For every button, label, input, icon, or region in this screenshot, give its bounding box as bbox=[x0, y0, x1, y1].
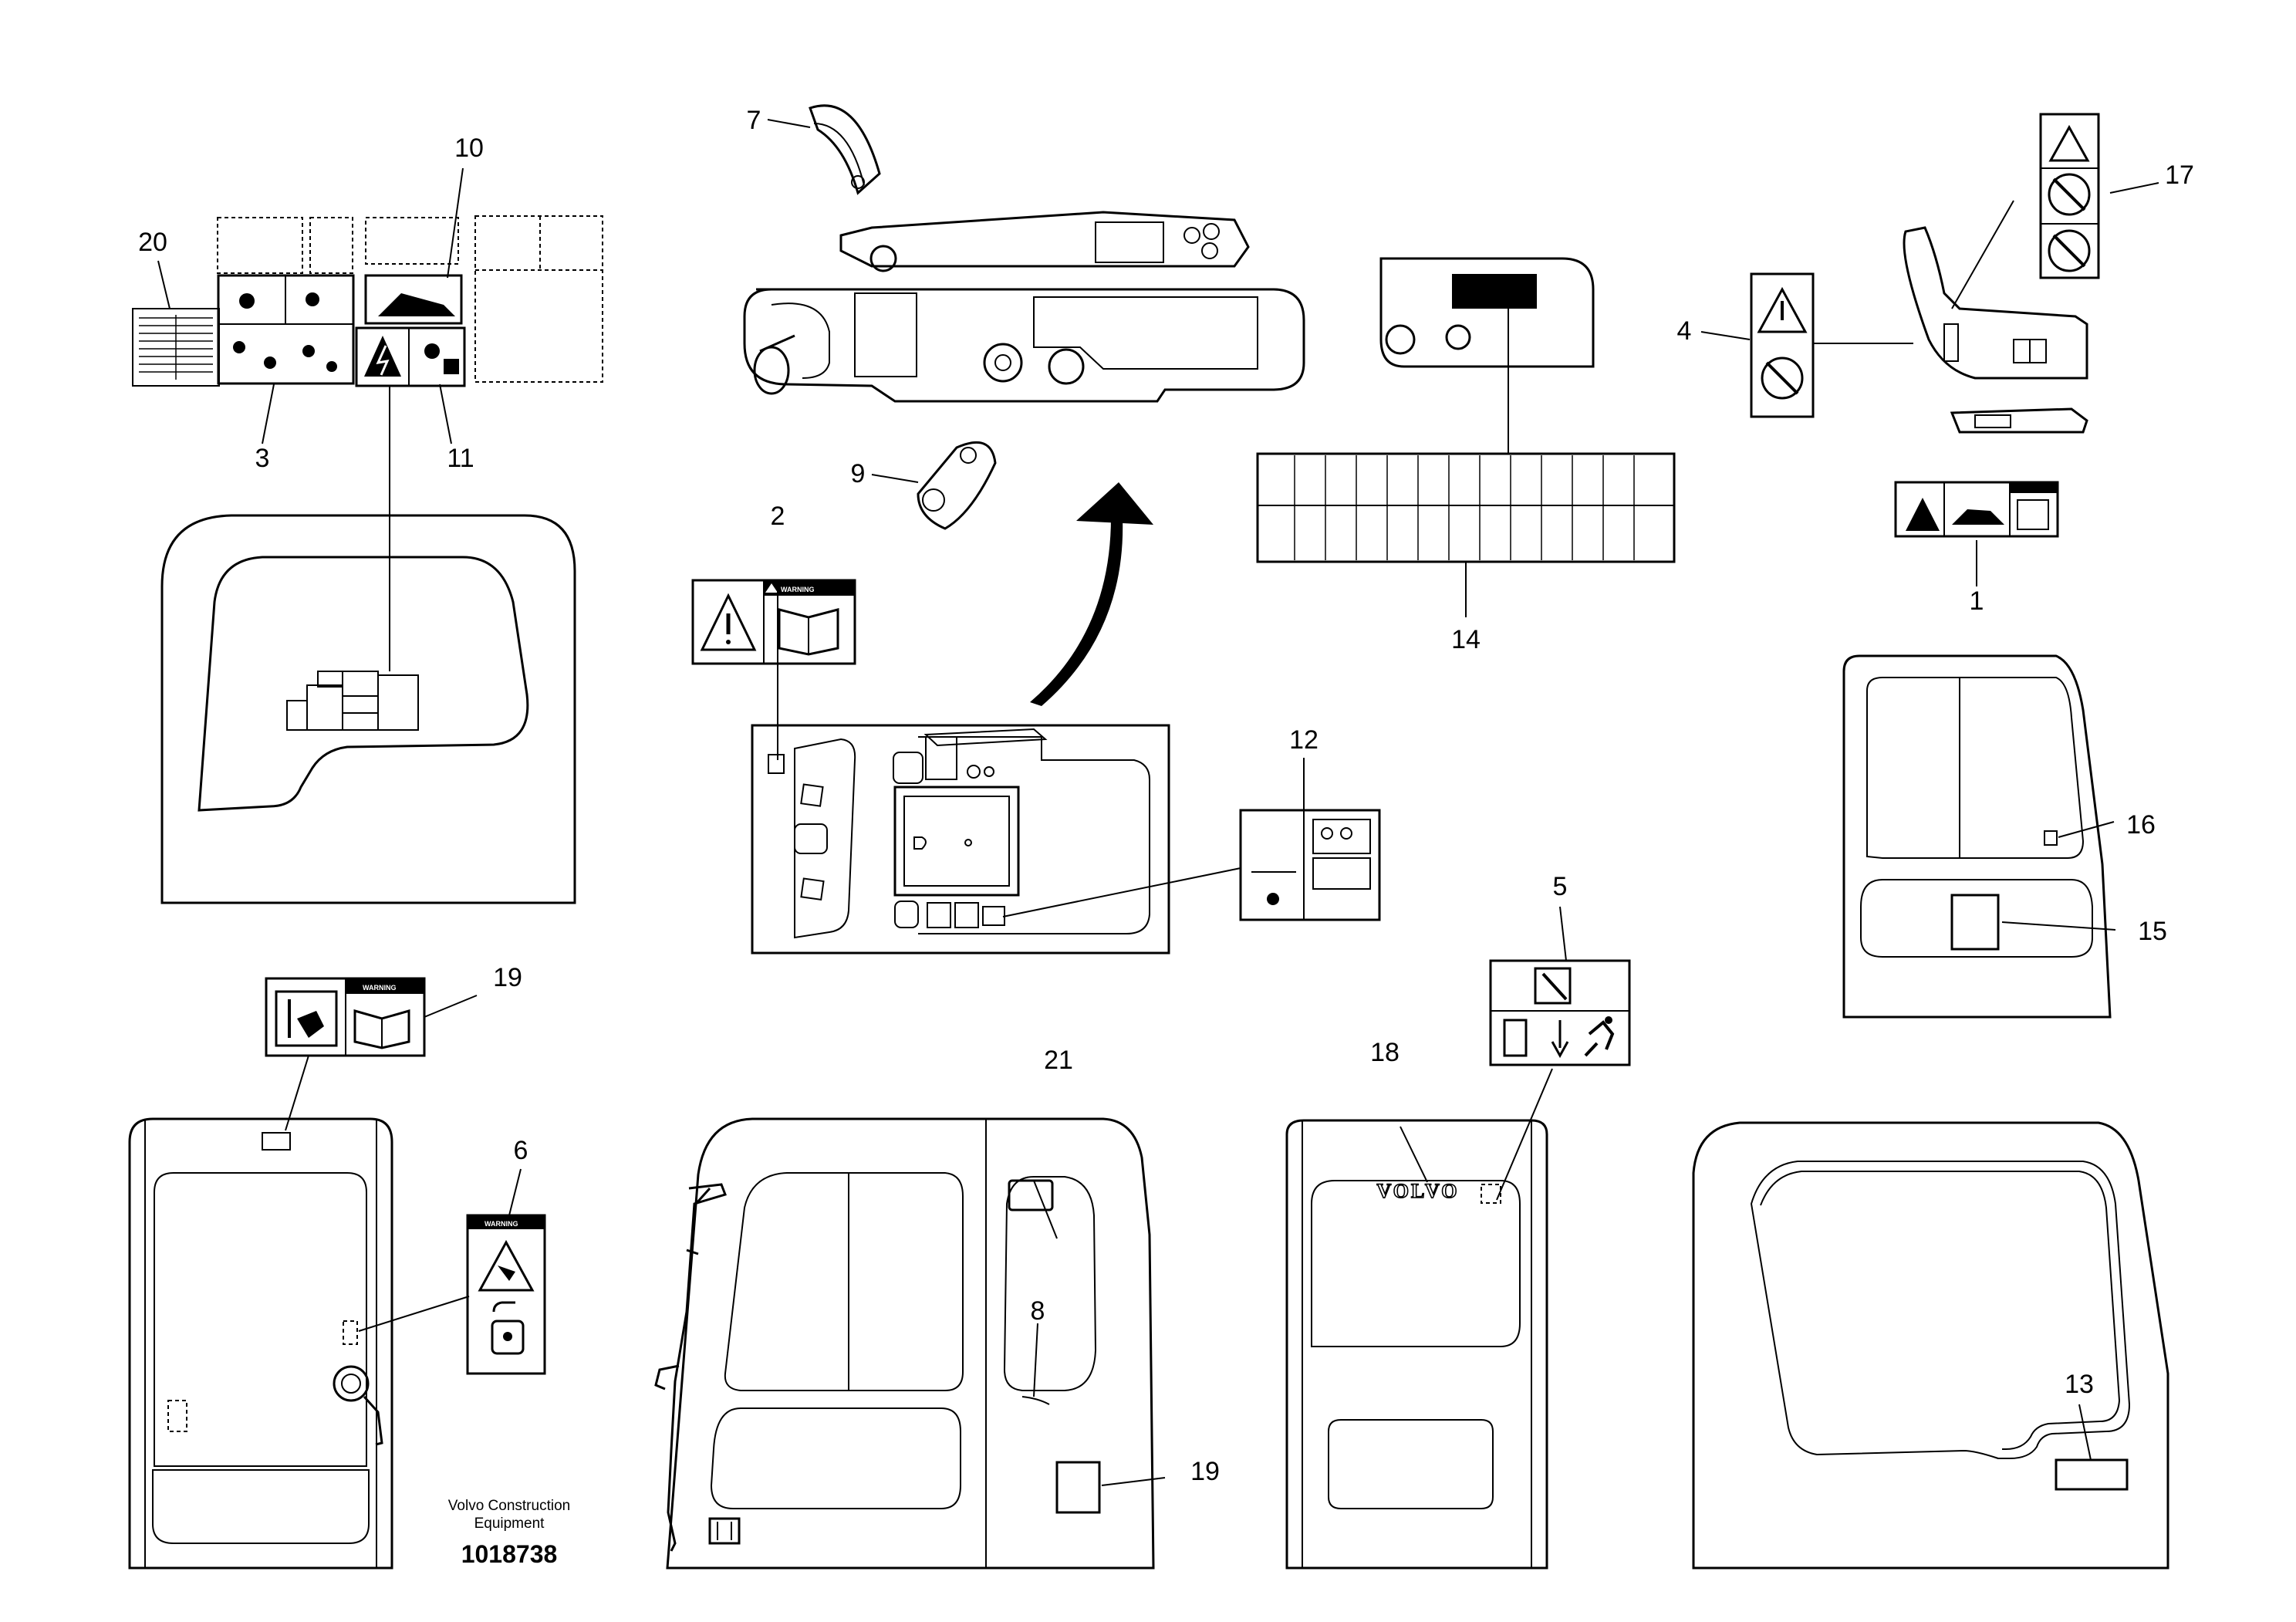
warning-label-2-text: WARNING bbox=[781, 586, 815, 593]
callout-6: 6 bbox=[514, 1136, 528, 1165]
cab-left-side bbox=[654, 1117, 1166, 1570]
callout-2: 2 bbox=[771, 502, 785, 531]
callout-17: 17 bbox=[2165, 161, 2194, 190]
callout-13: 13 bbox=[2065, 1370, 2094, 1399]
callout-14: 14 bbox=[1451, 625, 1481, 654]
callout-9: 9 bbox=[851, 459, 866, 488]
callout-10: 10 bbox=[454, 133, 484, 163]
cab-rear-wall bbox=[1842, 654, 2116, 1019]
warning-label-19: WARNING bbox=[265, 977, 478, 1131]
brand-logo-text: VOLVO bbox=[1377, 1180, 1460, 1202]
callout-21: 21 bbox=[1044, 1046, 1073, 1075]
callout-7: 7 bbox=[747, 106, 761, 135]
callout-8: 8 bbox=[1031, 1296, 1045, 1326]
callout-19-top: 19 bbox=[493, 963, 522, 992]
callout-18: 18 bbox=[1370, 1038, 1400, 1067]
callout-4: 4 bbox=[1677, 316, 1692, 346]
publisher-credit: Volvo Construction Equipment 1018738 bbox=[448, 1498, 570, 1568]
callout-11: 11 bbox=[447, 444, 474, 473]
credit-line-2: Equipment bbox=[474, 1516, 545, 1532]
cab-door-interior: WARNING bbox=[128, 1117, 546, 1570]
cab-ceiling-panel bbox=[160, 386, 576, 904]
callout-20: 20 bbox=[138, 228, 167, 257]
callout-15: 15 bbox=[2138, 917, 2167, 946]
warning-label-2: WARNING bbox=[691, 579, 856, 760]
callout-19-bottom: 19 bbox=[1190, 1457, 1220, 1486]
document-number: 1018738 bbox=[461, 1540, 558, 1568]
label-group-top-left bbox=[132, 215, 603, 387]
callout-numbers: 1 2 3 4 5 6 7 8 9 10 11 12 13 14 15 16 1… bbox=[138, 106, 2194, 1486]
switch-label-12 bbox=[1239, 809, 1381, 921]
cab-floor-plan bbox=[751, 724, 1241, 955]
joystick-assembly bbox=[1700, 113, 2159, 586]
callout-1: 1 bbox=[1970, 586, 1984, 616]
callout-16: 16 bbox=[2126, 810, 2156, 840]
callout-12: 12 bbox=[1289, 725, 1319, 755]
console-panel-14 bbox=[1256, 257, 1676, 617]
callout-5: 5 bbox=[1553, 872, 1568, 901]
warning-label-19-text: WARNING bbox=[363, 984, 397, 992]
right-console bbox=[743, 104, 1305, 530]
warning-label-6-text: WARNING bbox=[485, 1220, 518, 1228]
callout-3: 3 bbox=[255, 444, 270, 473]
cab-rear-exterior: VOLVO bbox=[1285, 959, 1631, 1570]
credit-line-1: Volvo Construction bbox=[448, 1498, 570, 1514]
cab-right-side bbox=[1692, 1121, 2169, 1570]
reference-arrow bbox=[1030, 482, 1153, 706]
